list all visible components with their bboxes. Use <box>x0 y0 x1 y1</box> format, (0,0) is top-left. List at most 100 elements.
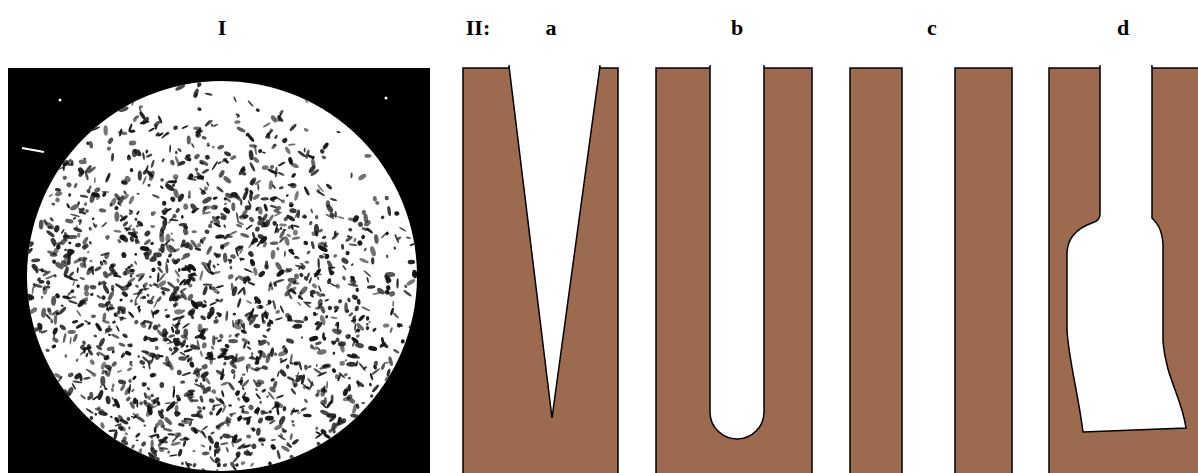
speckle <box>216 462 221 467</box>
speckle <box>329 212 336 219</box>
speckle <box>248 216 255 223</box>
speckle <box>181 239 187 247</box>
speckle <box>174 290 178 295</box>
speckle <box>26 293 36 301</box>
speckle <box>266 395 270 398</box>
speckle <box>347 334 351 338</box>
speckle <box>202 211 212 215</box>
speckle <box>279 223 287 226</box>
speckle <box>333 309 338 314</box>
speckle <box>371 367 381 375</box>
speckle <box>167 338 173 344</box>
speckle <box>197 406 203 411</box>
speckle <box>215 215 221 220</box>
speckle <box>216 291 220 295</box>
speckle <box>131 100 134 107</box>
speckle <box>274 224 279 234</box>
speckle <box>315 426 318 430</box>
speckle <box>211 145 215 149</box>
speckle <box>223 253 228 263</box>
speckle <box>111 396 115 401</box>
speckle <box>249 178 256 186</box>
speckle <box>67 248 75 254</box>
speckle <box>346 386 350 392</box>
speckle <box>267 327 271 331</box>
speckle <box>135 432 141 439</box>
speckle <box>98 281 101 286</box>
speckle <box>157 409 165 420</box>
speckle <box>233 96 237 103</box>
speckle <box>286 442 292 449</box>
slot-bar <box>955 68 1012 473</box>
speckle <box>175 151 178 155</box>
speckle <box>392 300 394 307</box>
speckle <box>394 211 400 216</box>
speckle <box>303 315 308 322</box>
speckle <box>85 408 94 415</box>
speckle <box>215 407 223 417</box>
speckle <box>231 202 235 211</box>
speckle <box>148 170 156 181</box>
speckle <box>266 132 271 139</box>
speckle <box>149 337 159 343</box>
speckle <box>332 423 339 431</box>
speckle <box>251 240 259 244</box>
speckle <box>409 243 414 247</box>
speckle <box>325 203 334 213</box>
speckle <box>187 389 195 393</box>
speckle <box>229 230 237 236</box>
speckle <box>289 249 294 252</box>
speckle <box>303 275 309 281</box>
speckle <box>256 427 261 436</box>
speckle <box>259 350 268 359</box>
speckle <box>113 312 119 318</box>
speckle <box>230 368 237 375</box>
speckle <box>131 388 136 392</box>
speckle <box>387 206 392 217</box>
speckle <box>162 207 169 216</box>
speckle <box>345 333 352 339</box>
speckle <box>157 260 163 267</box>
speckle <box>194 378 198 383</box>
speckle <box>392 312 399 319</box>
speckle <box>266 319 273 326</box>
speckle <box>351 263 354 267</box>
speckle <box>244 396 251 403</box>
speckle <box>191 143 195 148</box>
speckle <box>199 270 204 281</box>
speckle <box>187 135 191 144</box>
speckle <box>215 284 224 288</box>
speckle <box>150 225 155 228</box>
speckle <box>164 427 173 432</box>
speckle <box>166 281 176 290</box>
speckle <box>128 426 131 429</box>
speckle <box>68 241 72 245</box>
speckle <box>225 447 229 453</box>
speckle <box>164 182 176 192</box>
speckle <box>203 299 207 303</box>
speckle <box>190 299 195 304</box>
speckle <box>72 216 77 220</box>
speckle <box>261 365 268 371</box>
speckle <box>305 302 312 304</box>
speckle <box>241 410 250 415</box>
speckle <box>350 413 360 419</box>
speckle <box>172 248 180 254</box>
speckle <box>246 434 252 439</box>
speckle <box>101 222 108 229</box>
speckle <box>309 344 315 350</box>
speckle <box>96 294 102 299</box>
speckle <box>99 208 107 213</box>
speckle <box>157 323 161 328</box>
speckle <box>42 286 46 291</box>
speckle <box>396 322 403 327</box>
speckle <box>222 433 232 439</box>
speckle <box>118 131 128 136</box>
speckle <box>105 328 112 332</box>
speckle <box>344 302 348 312</box>
speckle <box>72 333 78 342</box>
speckle <box>38 268 48 274</box>
v-notch <box>509 66 600 418</box>
speckle <box>373 196 377 201</box>
